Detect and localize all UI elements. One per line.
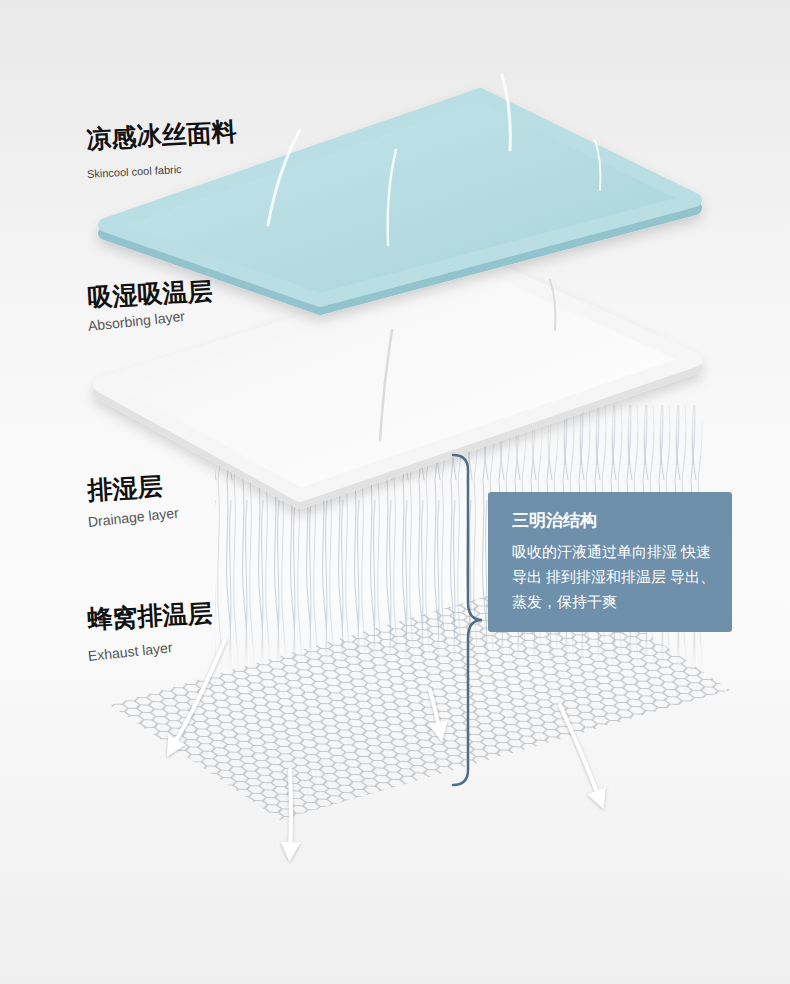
- absorbing-streaks: [380, 280, 555, 440]
- layer-name: 凉感冰丝面料: [86, 117, 237, 154]
- fiber-spikes: [560, 405, 700, 465]
- layer-name-english: Absorbing layer: [87, 308, 185, 334]
- layer-name-english: Exhaust layer: [87, 639, 173, 664]
- exhaust-arrows: [172, 640, 600, 852]
- layer-name-english: Skincool cool fabric: [87, 163, 182, 181]
- airflow-streaks: [268, 75, 600, 245]
- layer-name: 吸湿吸温层: [87, 276, 213, 311]
- layer-name: 蜂窝排温层: [87, 598, 213, 633]
- callout-heading: 三明治结构: [512, 508, 720, 534]
- callout-box: 三明治结构吸收的汗液通过单向排湿 快速导出 排到排湿和排温层 导出、蒸发，保持干…: [488, 492, 732, 632]
- callout-body: 吸收的汗液通过单向排湿 快速导出 排到排湿和排温层 导出、蒸发，保持干爽: [512, 540, 720, 616]
- layer-name-english: Drainage layer: [87, 505, 179, 531]
- structure-bracket: [453, 455, 482, 785]
- layer-name: 排湿层: [87, 472, 163, 505]
